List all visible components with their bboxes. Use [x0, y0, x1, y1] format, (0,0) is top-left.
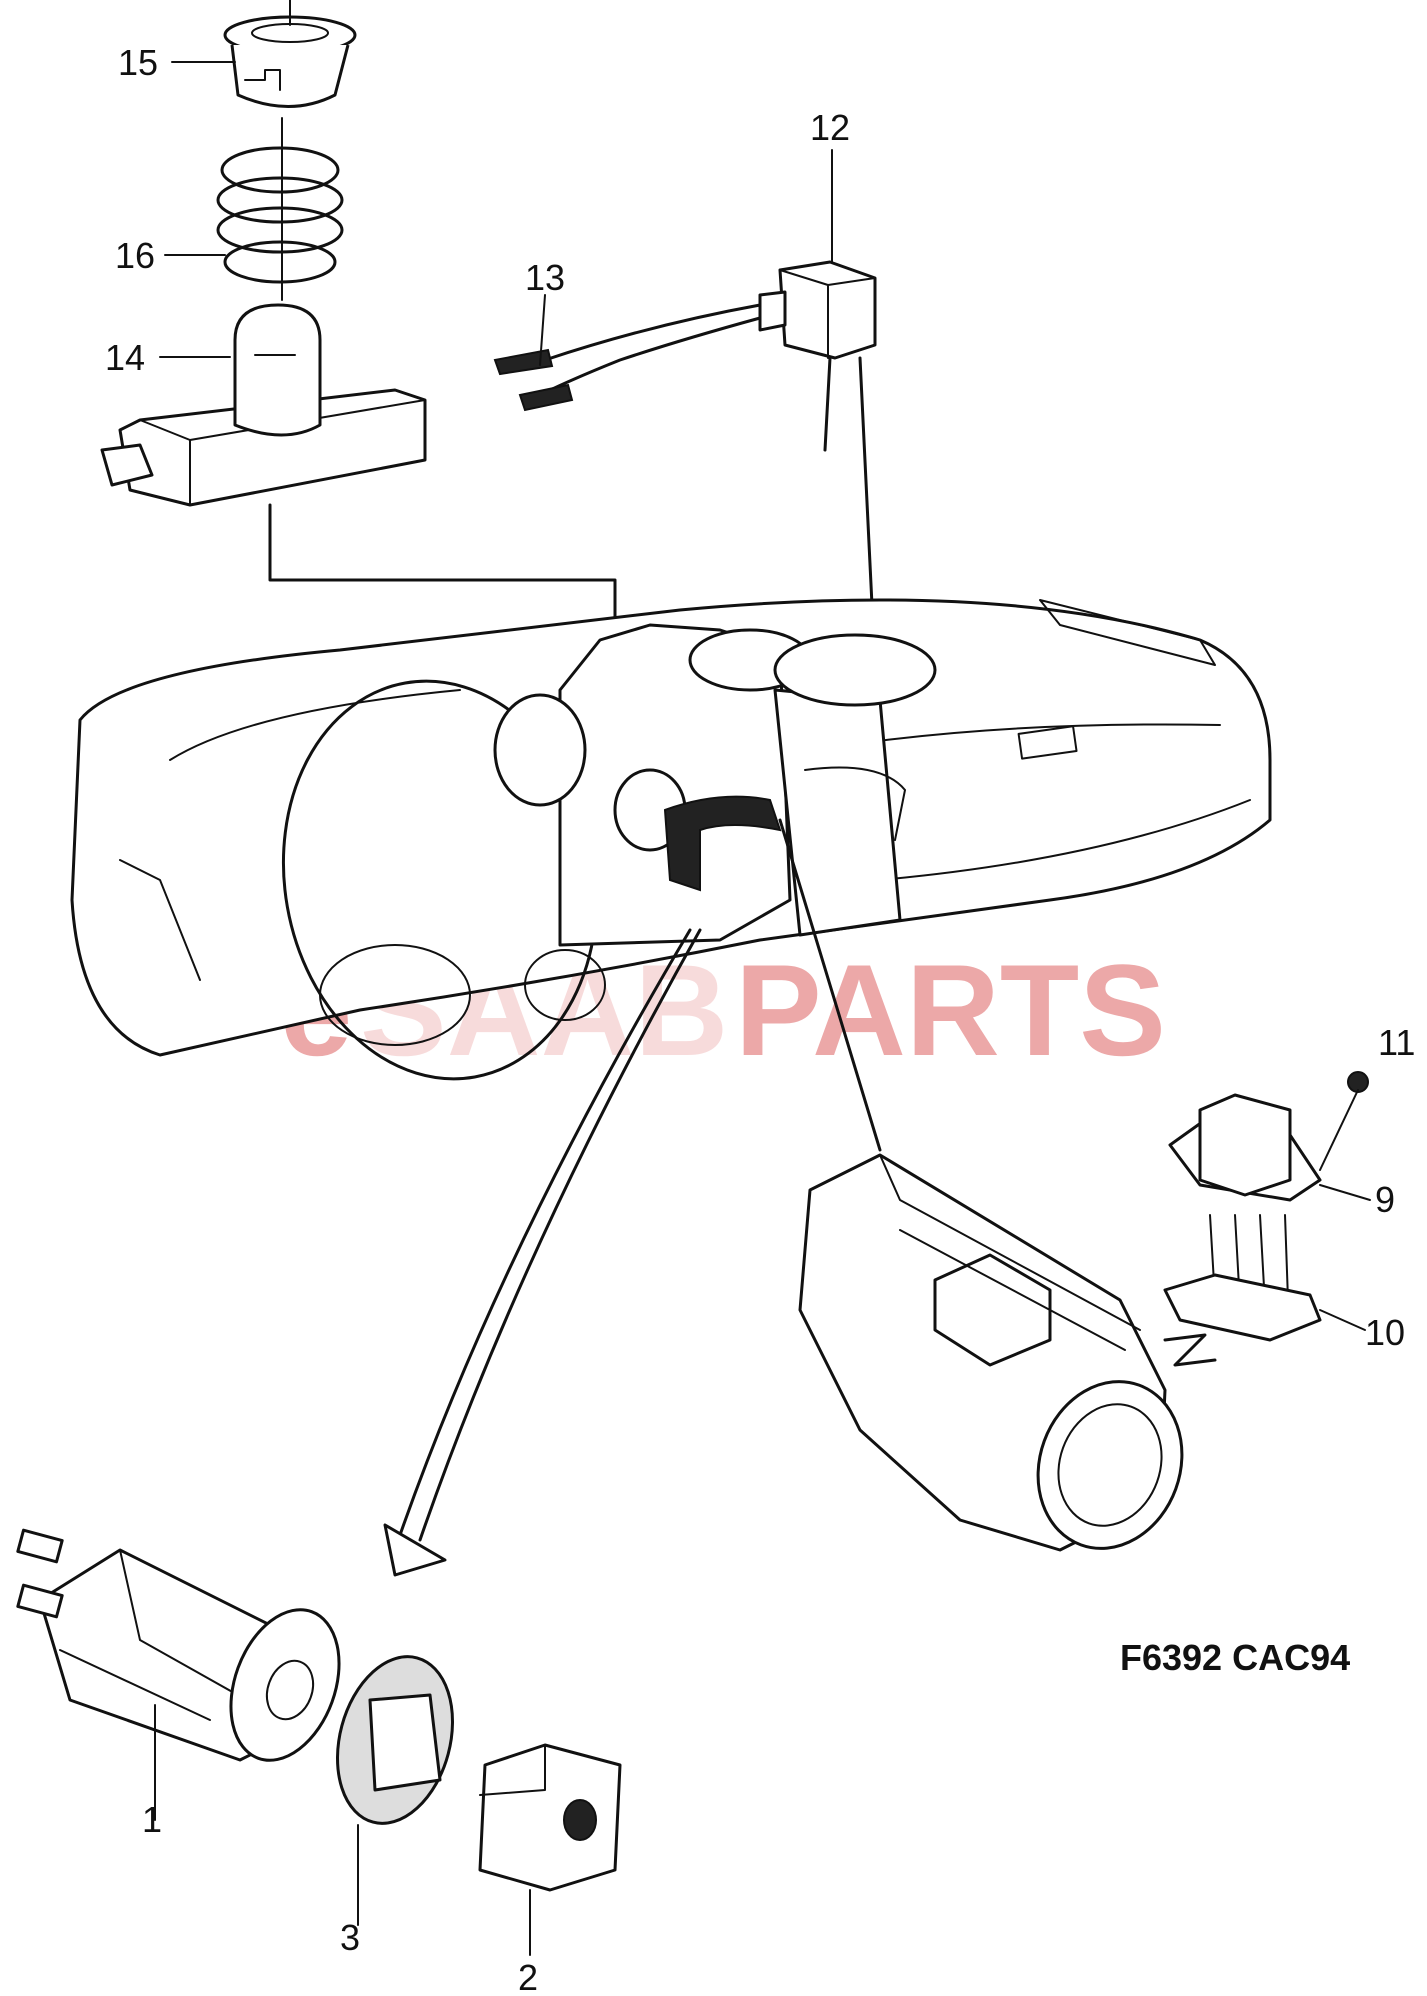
callout-14: 14	[105, 337, 145, 378]
heater-unit	[798, 1153, 1217, 1552]
callout-9: 9	[1375, 1179, 1395, 1220]
curved-arrow	[383, 928, 702, 1577]
callout-3: 3	[340, 1917, 360, 1958]
connector-line-module	[268, 503, 617, 632]
reference-code: F6392 CAC94	[1120, 1637, 1350, 1678]
callout-10: 10	[1365, 1312, 1405, 1353]
part-3-disc	[335, 1655, 455, 1926]
part-9-10-resistor	[1163, 1071, 1369, 1342]
part-16-spring	[216, 117, 344, 301]
callout-11: 11	[1378, 1022, 1415, 1063]
callout-2: 2	[518, 1957, 538, 1996]
callout-1: 1	[142, 1799, 162, 1840]
part-15-bezel	[223, 0, 357, 108]
part-14-switch-module	[100, 303, 427, 507]
part-2-cap	[478, 1743, 622, 1956]
callout-15: 15	[118, 42, 158, 83]
dashboard-assembly	[70, 598, 1272, 1152]
leader-lines	[159, 61, 1371, 1331]
part-1-lighter-housing	[16, 1528, 341, 1821]
callout-12: 12	[810, 107, 850, 148]
watermark-suffix: PARTS	[735, 937, 1166, 1083]
callout-16: 16	[115, 235, 155, 276]
callout-labels: 1 2 3 9 10 11 12 13 14 15 16	[105, 42, 1415, 1996]
part-12-13-relay-wires	[493, 260, 882, 772]
callout-13: 13	[525, 257, 565, 298]
